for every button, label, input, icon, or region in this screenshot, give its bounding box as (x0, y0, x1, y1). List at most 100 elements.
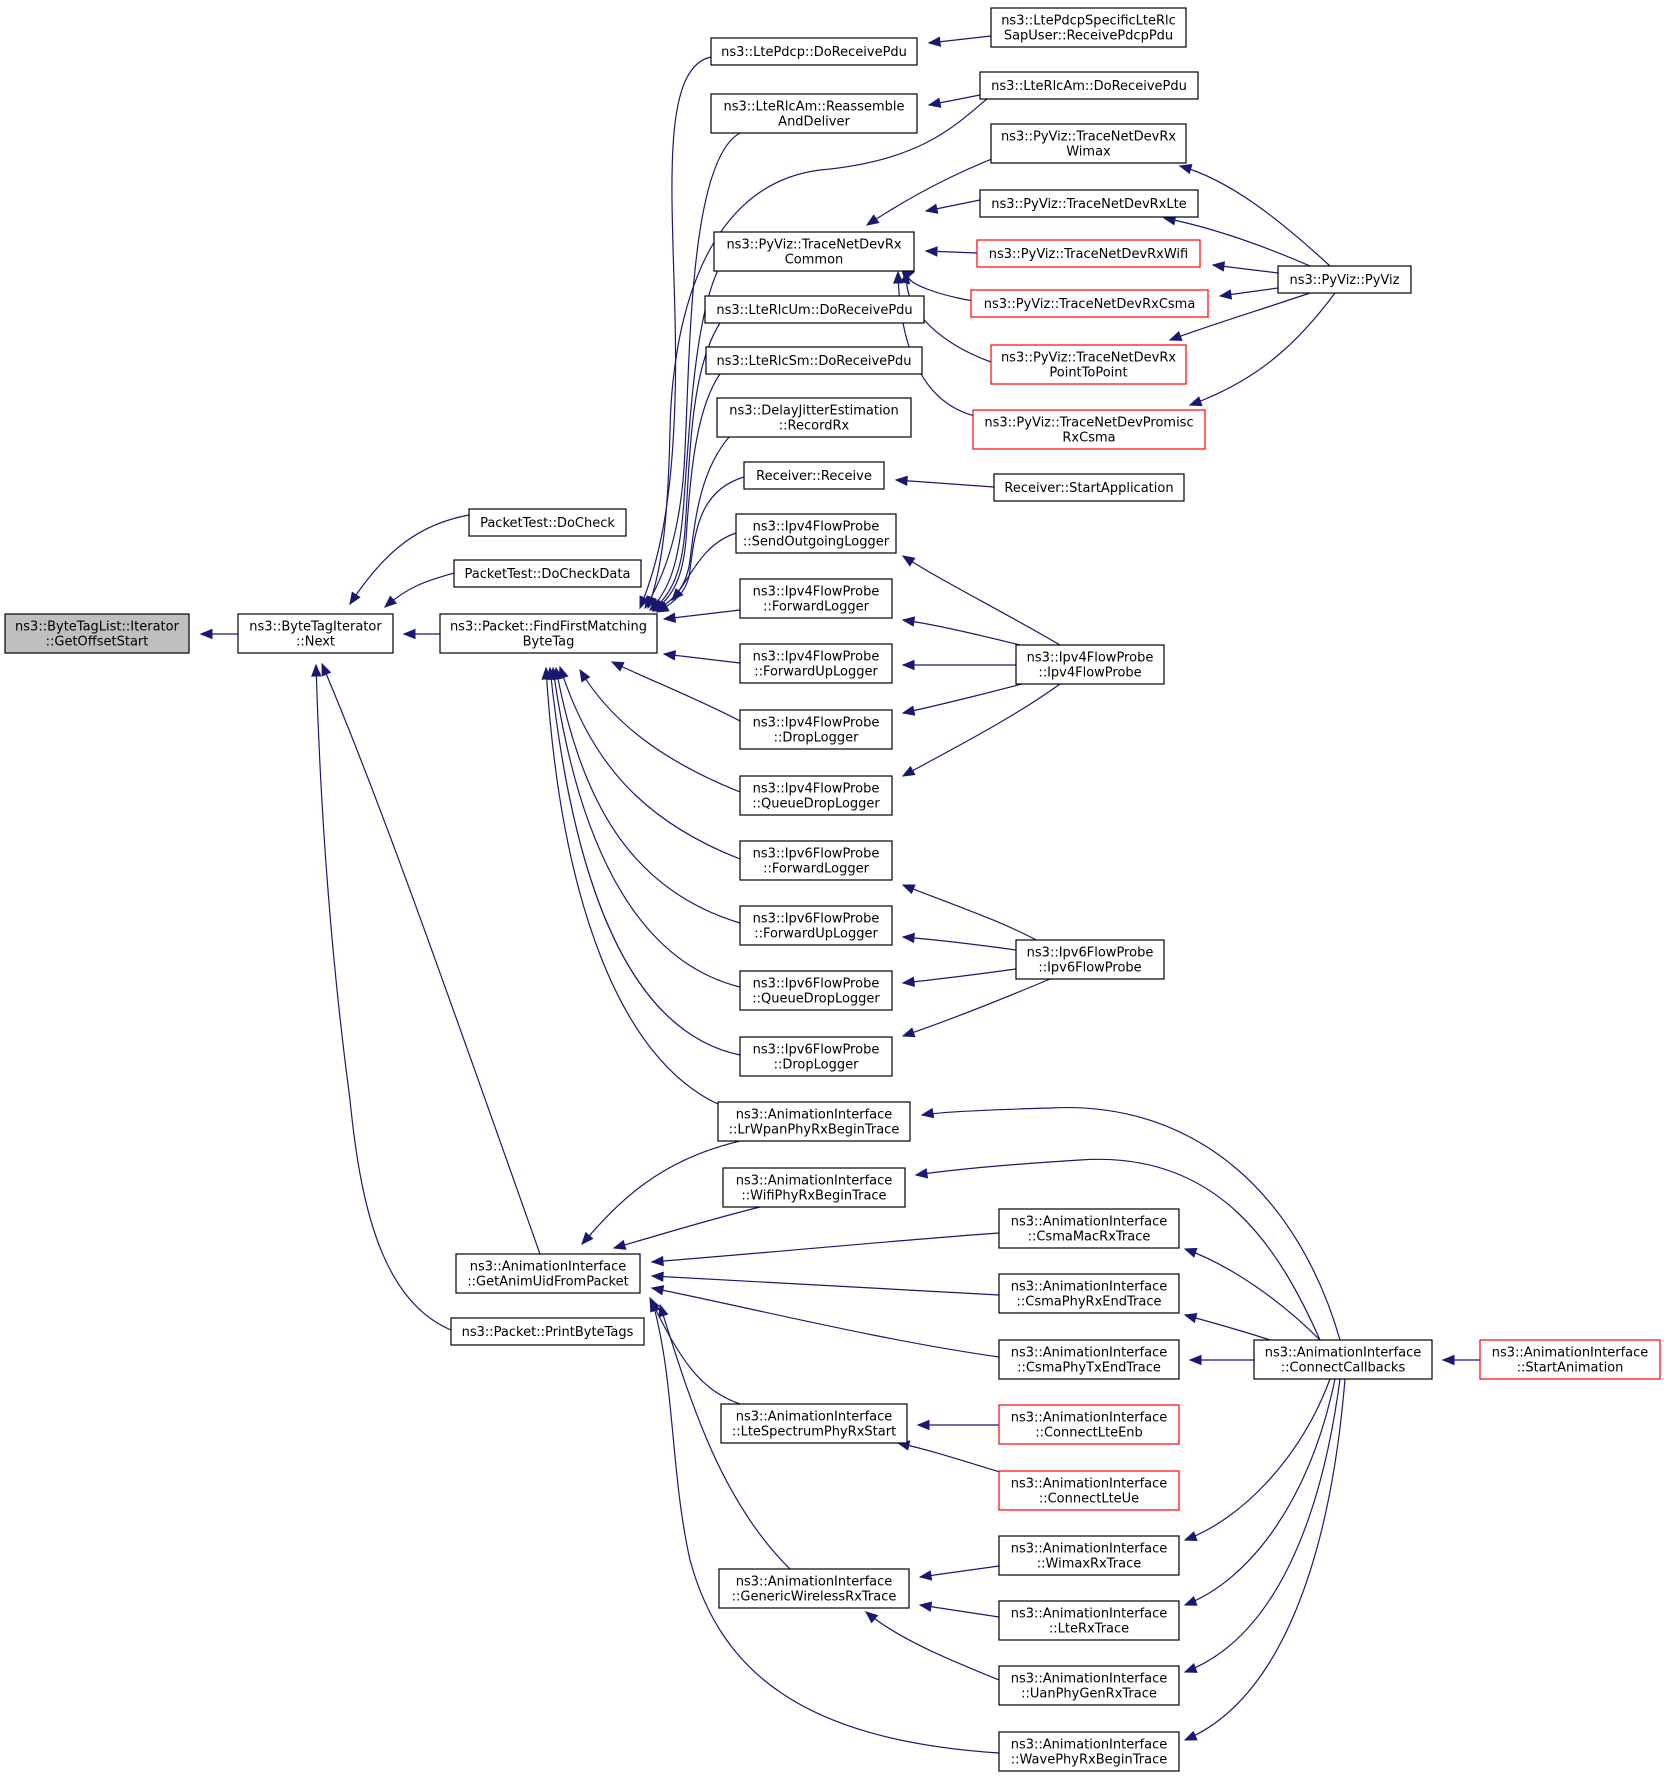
graph-node-n3[interactable]: PacketTest::DoCheckData (453, 559, 642, 588)
node-label: ns3::Ipv4FlowProbe (1027, 651, 1154, 666)
graph-node-n22[interactable]: ns3::Ipv6FlowProbe::DropLogger (739, 1036, 893, 1077)
graph-node-n18[interactable]: ns3::Ipv4FlowProbe::QueueDropLogger (739, 775, 893, 816)
graph-node-n28[interactable]: ns3::LteRlcAm::DoReceivePdu (979, 71, 1199, 100)
node-box (705, 346, 923, 375)
graph-node-n14[interactable]: ns3::Ipv4FlowProbe::SendOutgoingLogger (735, 513, 897, 554)
graph-node-n43[interactable]: ns3::AnimationInterface::WimaxRxTrace (998, 1535, 1180, 1576)
node-box (990, 344, 1187, 385)
edge-n20-n4 (552, 666, 741, 924)
node-box (704, 295, 925, 324)
edge-line (549, 667, 741, 1056)
graph-node-n26[interactable]: ns3::AnimationInterface::GenericWireless… (718, 1568, 910, 1609)
edge-line (647, 87, 1001, 609)
node-label: ::DropLogger (774, 731, 860, 746)
graph-node-n41[interactable]: ns3::AnimationInterface::ConnectLteEnb (998, 1404, 1180, 1445)
edge-n47-n31 (1211, 261, 1279, 274)
graph-node-n10[interactable]: ns3::LteRlcUm::DoReceivePdu (704, 295, 925, 324)
node-box (990, 7, 1187, 48)
graph-node-n38[interactable]: ns3::AnimationInterface::CsmaMacRxTrace (998, 1208, 1180, 1249)
graph-node-n17[interactable]: ns3::Ipv4FlowProbe::DropLogger (739, 709, 893, 750)
edge-line (902, 683, 1061, 777)
arrowhead-icon (655, 602, 670, 613)
graph-node-n45[interactable]: ns3::AnimationInterface::UanPhyGenRxTrac… (998, 1665, 1180, 1706)
node-label: ::GetAnimUidFromPacket (467, 1275, 628, 1290)
edge-n1-n0 (199, 628, 238, 640)
graph-node-n1[interactable]: ns3::ByteTagIterator::Next (237, 613, 394, 654)
graph-node-n2[interactable]: PacketTest::DoCheck (468, 508, 627, 537)
node-label: ns3::ByteTagIterator (249, 620, 382, 635)
node-label: ns3::PyViz::TraceNetDevRx (726, 238, 901, 253)
arrowhead-icon (1183, 1595, 1198, 1606)
graph-node-n0[interactable]: ns3::ByteTagList::Iterator::GetOffsetSta… (4, 613, 190, 654)
graph-node-n27[interactable]: ns3::LtePdcpSpecificLteRlcSapUser::Recei… (990, 7, 1187, 48)
graph-node-n48[interactable]: ns3::AnimationInterface::ConnectCallback… (1253, 1339, 1433, 1380)
edge-n24-n5 (612, 1206, 761, 1250)
graph-node-n7[interactable]: ns3::LtePdcp::DoReceivePdu (710, 37, 918, 66)
edge-line (1184, 1378, 1341, 1673)
graph-node-n32[interactable]: ns3::PyViz::TraceNetDevRxCsma (970, 289, 1209, 318)
graph-node-n49[interactable]: ns3::AnimationInterface::StartAnimation (1479, 1339, 1661, 1380)
node-label: ::StartAnimation (1517, 1361, 1624, 1376)
arrowhead-icon (901, 1027, 916, 1038)
arrowhead-icon (893, 270, 904, 284)
graph-node-n42[interactable]: ns3::AnimationInterface::ConnectLteUe (998, 1470, 1180, 1511)
node-label: ns3::Ipv4FlowProbe (753, 585, 880, 600)
arrowhead-icon (199, 628, 213, 640)
graph-node-n15[interactable]: ns3::Ipv4FlowProbe::ForwardLogger (739, 578, 893, 619)
graph-node-n23[interactable]: ns3::AnimationInterface::LrWpanPhyRxBegi… (717, 1101, 911, 1142)
node-box (979, 71, 1199, 100)
edge-line (651, 1275, 1000, 1296)
edge-n48-n46 (1183, 1378, 1346, 1741)
graph-node-n35[interactable]: Receiver::StartApplication (993, 473, 1185, 502)
graph-node-n24[interactable]: ns3::AnimationInterface::WifiPhyRxBeginT… (722, 1167, 906, 1208)
graph-node-n25[interactable]: ns3::AnimationInterface::LteSpectrumPhyR… (720, 1403, 908, 1444)
edge-line (1184, 1248, 1321, 1341)
node-label: ns3::AnimationInterface (736, 1108, 893, 1123)
node-label: ::Ipv6FlowProbe (1038, 961, 1141, 976)
graph-node-n44[interactable]: ns3::AnimationInterface::LteRxTrace (998, 1600, 1180, 1641)
node-label: Common (785, 253, 844, 268)
node-label: ns3::Ipv6FlowProbe (753, 912, 880, 927)
node-box (972, 409, 1206, 450)
edge-n47-n30 (1162, 215, 1311, 267)
graph-node-n16[interactable]: ns3::Ipv4FlowProbe::ForwardUpLogger (739, 643, 893, 684)
arrowhead-icon (662, 612, 677, 623)
edge-n41-n25 (916, 1419, 999, 1431)
graph-node-n40[interactable]: ns3::AnimationInterface::CsmaPhyTxEndTra… (998, 1339, 1180, 1380)
graph-node-n19[interactable]: ns3::Ipv6FlowProbe::ForwardLogger (739, 840, 893, 881)
graph-node-n21[interactable]: ns3::Ipv6FlowProbe::QueueDropLogger (739, 970, 893, 1011)
graph-node-n5[interactable]: ns3::AnimationInterface::GetAnimUidFromP… (455, 1253, 641, 1294)
graph-node-n20[interactable]: ns3::Ipv6FlowProbe::ForwardUpLogger (739, 905, 893, 946)
graph-node-n6[interactable]: ns3::Packet::PrintByteTags (450, 1317, 645, 1346)
edge-line (865, 1611, 1000, 1681)
edge-line (1179, 165, 1331, 267)
graph-node-n46[interactable]: ns3::AnimationInterface::WavePhyRxBeginT… (998, 1731, 1180, 1772)
graph-node-n37[interactable]: ns3::Ipv6FlowProbe::Ipv6FlowProbe (1015, 939, 1165, 980)
graph-node-n13[interactable]: Receiver::Receive (743, 461, 885, 490)
graph-node-n12[interactable]: ns3::DelayJitterEstimation::RecordRx (716, 397, 912, 438)
node-box (998, 1731, 1180, 1772)
edge-n28-n4 (647, 87, 1001, 610)
graph-node-n11[interactable]: ns3::LteRlcSm::DoReceivePdu (705, 346, 923, 375)
node-label: ns3::Ipv4FlowProbe (753, 782, 880, 797)
graph-node-n47[interactable]: ns3::PyViz::PyViz (1277, 265, 1412, 294)
arrowhead-icon (927, 36, 942, 47)
node-label: ::LrWpanPhyRxBeginTrace (729, 1123, 900, 1138)
graph-node-n31[interactable]: ns3::PyViz::TraceNetDevRxWifi (976, 239, 1201, 268)
arrowhead-icon (650, 1271, 664, 1282)
edge-line (649, 269, 719, 611)
edge-line (651, 1299, 1000, 1754)
graph-node-n30[interactable]: ns3::PyViz::TraceNetDevRxLte (979, 189, 1199, 218)
edge-n16-n4 (662, 650, 741, 664)
edge-n5-n1 (321, 662, 541, 1255)
graph-node-n39[interactable]: ns3::AnimationInterface::CsmaPhyRxEndTra… (998, 1273, 1180, 1314)
edge-line (611, 661, 741, 722)
node-label: PointToPoint (1049, 366, 1127, 381)
graph-node-n36[interactable]: ns3::Ipv4FlowProbe::Ipv4FlowProbe (1015, 644, 1165, 685)
